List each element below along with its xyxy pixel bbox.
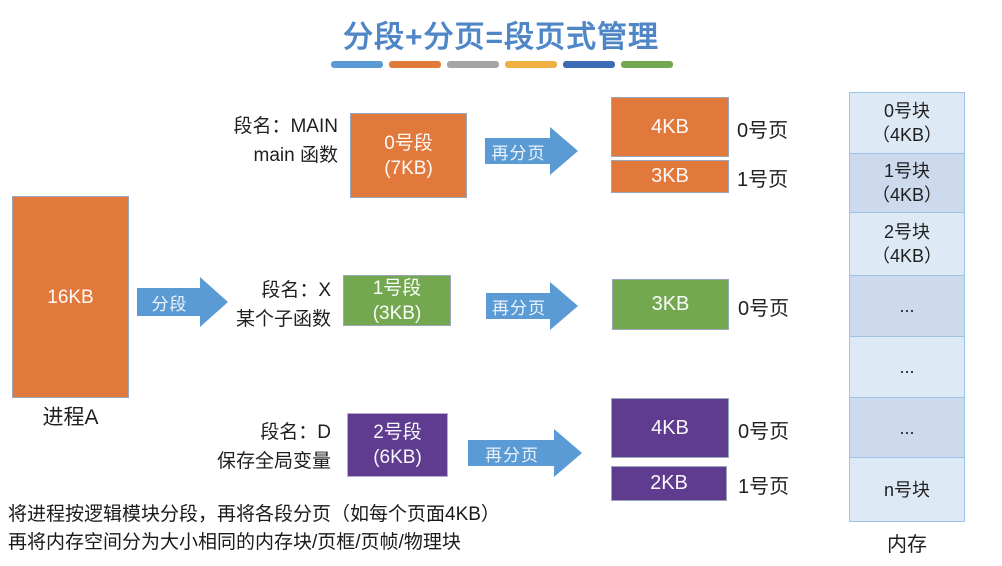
repage-arrow-row1-body: 再分页 bbox=[485, 138, 552, 164]
title-underline-bars bbox=[331, 61, 673, 68]
segment2-page1-label: 1号页 bbox=[738, 476, 790, 498]
segment0-page0-box: 4KB bbox=[611, 97, 729, 157]
segment2-name: 段名：D 保存全局变量 bbox=[195, 418, 331, 476]
segment2-page1-box: 2KB bbox=[611, 466, 727, 501]
repage-arrow-row1-head bbox=[550, 127, 578, 175]
segment0-page1-box: 3KB bbox=[611, 160, 729, 193]
page-title: 分段+分页=段页式管理 bbox=[342, 21, 660, 54]
segment1-name-line2: 某个子函数 bbox=[235, 309, 331, 330]
repage-arrow-row1: 再分页 bbox=[485, 127, 578, 175]
memory-block-2-line1: 2号块 bbox=[883, 222, 930, 242]
segment1-name-line1: 段名：X bbox=[261, 280, 331, 301]
segmentation-arrow-body: 分段 bbox=[137, 288, 202, 316]
segment1-box: 1号段 (3KB) bbox=[343, 275, 451, 326]
memory-block-2-line2: （4KB） bbox=[871, 246, 943, 266]
memory-block-6: n号块 bbox=[850, 458, 964, 521]
memory-block-1-line1: 1号块 bbox=[883, 161, 930, 181]
footnote-line1: 将进程按逻辑模块分段，再将各段分页（如每个页面4KB） bbox=[8, 504, 500, 525]
footnote: 将进程按逻辑模块分段，再将各段分页（如每个页面4KB） 再将内存空间分为大小相同… bbox=[8, 501, 500, 557]
memory-block-4-line1: ... bbox=[899, 357, 915, 377]
repage-arrow-row2-body: 再分页 bbox=[486, 293, 552, 319]
repage-arrow-row3-head bbox=[554, 429, 582, 477]
segment0-name: 段名：MAIN main 函数 bbox=[200, 112, 338, 170]
segmentation-arrow: 分段 bbox=[137, 277, 228, 327]
segment0-box: 0号段 (7KB) bbox=[350, 113, 467, 198]
segment1-name: 段名：X 某个子函数 bbox=[205, 276, 331, 334]
segment0-size: (7KB) bbox=[384, 157, 433, 179]
legend-bar-green bbox=[621, 61, 673, 68]
process-label: 进程A bbox=[42, 406, 99, 429]
memory-block-1: 1号块 （4KB） bbox=[850, 154, 964, 213]
legend-bar-orange bbox=[389, 61, 441, 68]
legend-bar-blue bbox=[331, 61, 383, 68]
segment2-box: 2号段 (6KB) bbox=[347, 413, 448, 477]
segment2-page0-box: 4KB bbox=[611, 398, 729, 458]
memory-column: 0号块 （4KB） 1号块 （4KB） 2号块 （4KB） ... ... ..… bbox=[849, 92, 965, 522]
footnote-line2: 再将内存空间分为大小相同的内存块/页框/页帧/物理块 bbox=[8, 532, 461, 553]
repage-arrow-row2: 再分页 bbox=[486, 282, 578, 330]
segmentation-arrow-label: 分段 bbox=[151, 294, 188, 314]
memory-block-3-line1: ... bbox=[899, 296, 915, 316]
legend-bar-darkblue bbox=[563, 61, 615, 68]
segment1-page0-label: 0号页 bbox=[738, 298, 790, 320]
process-size: 16KB bbox=[47, 286, 94, 308]
segment0-name-line2: main 函数 bbox=[253, 145, 338, 166]
segment2-page0-label: 0号页 bbox=[738, 421, 790, 443]
memory-block-4: ... bbox=[850, 337, 964, 398]
process-box: 16KB bbox=[12, 196, 129, 398]
segment2-title: 2号段 bbox=[373, 422, 422, 443]
segment0-page1-label: 1号页 bbox=[737, 169, 789, 191]
repage-arrow-row1-label: 再分页 bbox=[491, 143, 546, 163]
memory-block-0-line2: （4KB） bbox=[871, 125, 943, 145]
memory-block-0-line1: 0号块 bbox=[883, 101, 930, 121]
repage-arrow-row2-label: 再分页 bbox=[492, 298, 546, 318]
repage-arrow-row3: 再分页 bbox=[468, 429, 582, 477]
memory-block-3: ... bbox=[850, 276, 964, 337]
segment1-size: (3KB) bbox=[372, 302, 422, 324]
segment2-name-line1: 段名：D bbox=[260, 422, 331, 443]
memory-block-5-line1: ... bbox=[899, 417, 915, 438]
memory-label: 内存 bbox=[887, 534, 927, 556]
segment0-page0-label: 0号页 bbox=[737, 120, 789, 142]
repage-arrow-row2-head bbox=[550, 282, 578, 330]
repage-arrow-row3-body: 再分页 bbox=[468, 440, 556, 466]
segment0-title: 0号段 bbox=[384, 132, 433, 154]
repage-arrow-row3-label: 再分页 bbox=[485, 445, 539, 465]
segment0-name-line1: 段名：MAIN bbox=[233, 116, 338, 137]
memory-block-0: 0号块 （4KB） bbox=[850, 93, 964, 154]
segment2-name-line2: 保存全局变量 bbox=[216, 451, 331, 472]
memory-block-2: 2号块 （4KB） bbox=[850, 213, 964, 276]
legend-bar-yellow bbox=[505, 61, 557, 68]
legend-bar-gray bbox=[447, 61, 499, 68]
memory-block-1-line2: （4KB） bbox=[871, 185, 943, 205]
memory-block-5: ... bbox=[850, 398, 964, 458]
segmentation-arrow-head bbox=[200, 277, 228, 327]
segment1-title: 1号段 bbox=[372, 277, 422, 299]
memory-block-6-line1: n号块 bbox=[883, 479, 930, 500]
segment2-size: (6KB) bbox=[373, 447, 422, 468]
segment1-page0-box: 3KB bbox=[612, 279, 729, 330]
